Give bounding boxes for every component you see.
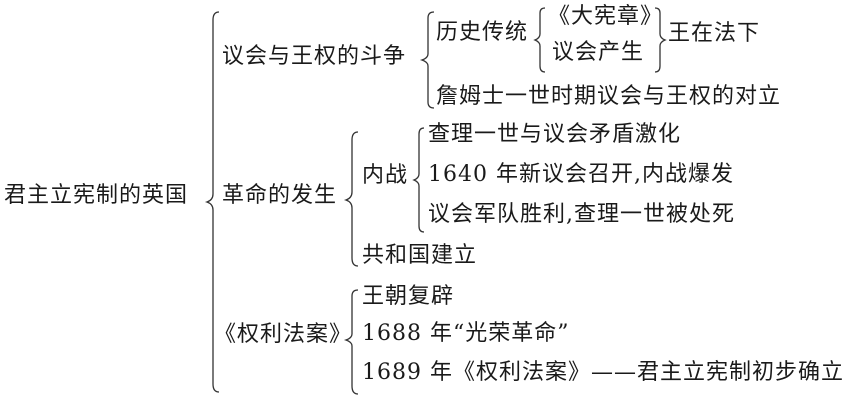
parliament-origin-node: 议会产生 — [552, 40, 645, 65]
history-tradition-brace — [533, 7, 546, 73]
king-under-law-node: 王在法下 — [668, 21, 761, 46]
branch3-brace — [343, 289, 359, 395]
civil-war-item-1: 查理一世与议会矛盾激化 — [428, 122, 682, 147]
civil-war-brace — [412, 127, 425, 233]
restoration-node: 王朝复辟 — [362, 284, 455, 309]
civil-war-item-3: 议会军队胜利,查理一世被处死 — [428, 202, 735, 227]
branch-bill-of-rights: 《权利法案》 — [214, 322, 353, 347]
branch-parliament-vs-crown: 议会与王权的斗争 — [222, 44, 407, 69]
branch1-brace — [419, 11, 435, 109]
main-brace — [204, 11, 220, 393]
root-node: 君主立宪制的英国 — [4, 183, 189, 208]
civil-war-item-2: 1640 年新议会召开,内战爆发 — [428, 162, 734, 187]
james-i-conflict-node: 詹姆士一世时期议会与王权的对立 — [436, 84, 782, 109]
branch2-brace — [343, 131, 359, 267]
history-tradition-node: 历史传统 — [436, 20, 529, 45]
merge-brace — [654, 7, 667, 73]
bill-of-rights-1689-node: 1689 年《权利法案》——君主立宪制初步确立 — [362, 360, 844, 385]
magna-carta-node: 《大宪章》 — [548, 4, 664, 29]
branch-revolution: 革命的发生 — [222, 183, 338, 208]
civil-war-node: 内战 — [362, 163, 409, 188]
glorious-revolution-node: 1688 年“光荣革命” — [362, 321, 570, 346]
commonwealth-node: 共和国建立 — [362, 243, 478, 268]
